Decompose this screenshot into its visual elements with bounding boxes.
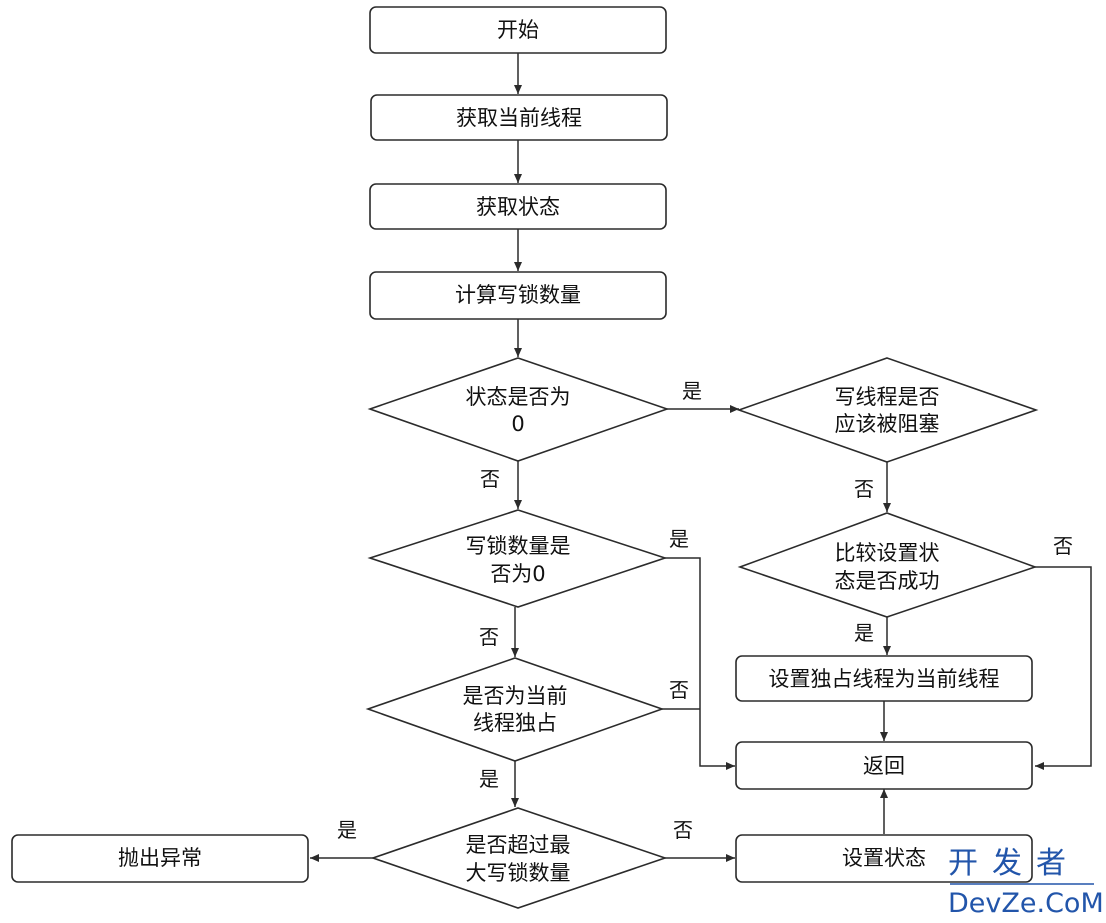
connectors: [310, 53, 1092, 862]
decision-exceeds-max-line-2: 大写锁数量: [466, 861, 571, 885]
node-throw-exception: 抛出异常: [11, 834, 309, 883]
watermark-en-text: DevZe.CoM: [948, 888, 1104, 919]
decision-write-count-zero-line-2: 否为0: [490, 562, 545, 586]
label-cas-yes: 是: [854, 621, 874, 645]
node-get-state: 获取状态: [369, 183, 667, 230]
node-count-write-locks-label: 计算写锁数量: [455, 283, 581, 307]
node-set-state: 设置状态: [735, 834, 1033, 883]
label-owner-yes: 是: [479, 767, 499, 791]
label-write-zero-no: 否: [479, 625, 499, 649]
watermark-cn-text: 开发者: [948, 846, 1080, 881]
label-write-zero-yes: 是: [669, 527, 689, 551]
node-set-exclusive-owner: 设置独占线程为当前线程: [735, 655, 1033, 702]
node-get-current-thread: 获取当前线程: [370, 94, 668, 141]
node-count-write-locks: 计算写锁数量: [369, 271, 667, 320]
node-return-label: 返回: [863, 754, 905, 778]
watermark-logo: 开发者 DevZe.CoM: [948, 846, 1104, 919]
label-owner-no: 否: [669, 678, 689, 702]
decision-cas-success: 比较设置状 态是否成功: [737, 512, 1038, 618]
node-start: 开始: [369, 6, 667, 54]
node-get-state-label: 获取状态: [476, 195, 560, 219]
decision-writer-should-block-line-1: 写线程是否: [835, 385, 940, 409]
decision-write-count-zero: 写锁数量是 否为0: [367, 509, 668, 608]
node-set-exclusive-owner-label: 设置独占线程为当前线程: [769, 667, 1000, 691]
decision-exceeds-max-line-1: 是否超过最: [466, 833, 571, 857]
node-start-label: 开始: [497, 18, 539, 42]
label-exceed-no: 否: [673, 818, 693, 842]
node-get-current-thread-label: 获取当前线程: [456, 106, 582, 130]
label-state-zero-no: 否: [480, 467, 500, 491]
decision-state-is-zero-line-2: 0: [511, 412, 524, 436]
decision-is-owner-line-2: 线程独占: [473, 711, 557, 735]
decision-writer-should-block-line-2: 应该被阻塞: [835, 412, 940, 436]
label-state-zero-yes: 是: [682, 379, 702, 403]
label-exceed-yes: 是: [337, 818, 357, 842]
decision-exceeds-max: 是否超过最 大写锁数量: [370, 807, 668, 909]
decision-writer-should-block: 写线程是否 应该被阻塞: [736, 357, 1039, 463]
node-set-state-label: 设置状态: [842, 846, 926, 870]
decision-state-is-zero-line-1: 状态是否为: [466, 385, 571, 409]
node-return: 返回: [735, 741, 1033, 790]
decision-is-owner-line-1: 是否为当前: [463, 684, 568, 708]
edge-labels: 是 否 否 是 否 否 是 否 是 是 否: [337, 379, 1073, 842]
label-cas-no: 否: [1053, 534, 1073, 558]
node-throw-exception-label: 抛出异常: [118, 846, 202, 870]
decision-write-count-zero-line-1: 写锁数量是: [466, 534, 571, 558]
edge-write-zero-yes: [665, 557, 735, 770]
decision-cas-success-line-2: 态是否成功: [835, 569, 940, 593]
decision-cas-success-line-1: 比较设置状: [835, 541, 940, 565]
decision-is-owner: 是否为当前 线程独占: [365, 657, 665, 762]
edge-cas-no: [1035, 566, 1092, 770]
decision-state-is-zero: 状态是否为 0: [367, 357, 670, 462]
label-block-no: 否: [854, 477, 874, 501]
